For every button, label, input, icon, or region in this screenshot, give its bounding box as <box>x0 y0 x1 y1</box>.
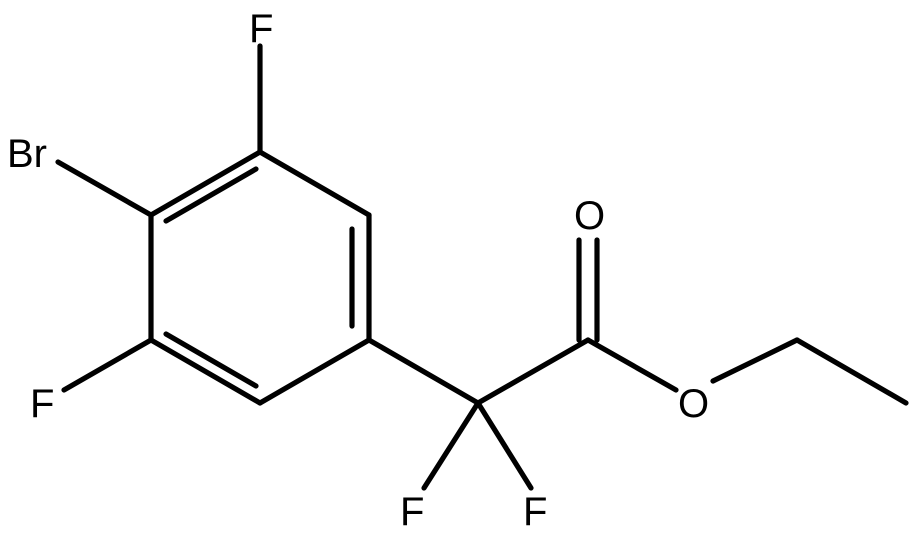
atom-label-f-top: F <box>249 7 273 51</box>
atom-label-o-carbonyl: O <box>574 194 605 238</box>
bond-cf2-f-right <box>475 400 534 491</box>
atom-label-f-bottom-left: F <box>400 490 424 534</box>
bond-cf2-carbonyl <box>475 337 591 406</box>
atom-label-f-left: F <box>30 382 54 426</box>
ring-inner-bond-c6-c1 <box>163 166 259 224</box>
bond-carbonyl-o-ester <box>585 337 679 393</box>
ring-bond-c1-c2 <box>257 149 372 218</box>
ring-bond-c3-c4 <box>257 337 372 406</box>
ring-inner-bond-c4-c5 <box>163 331 259 389</box>
bond-ch2-ch3 <box>794 337 909 406</box>
ring-bond-c4-c5 <box>148 337 263 406</box>
bond-c5-f <box>61 337 154 393</box>
atom-label-br: Br <box>7 132 47 176</box>
atom-label-f-bottom-right: F <box>523 490 547 534</box>
bond-c3-cf2 <box>366 337 481 406</box>
bond-o-ester-ch2 <box>710 337 800 384</box>
bond-c6-br <box>55 159 154 218</box>
atom-label-o-ester: O <box>678 382 709 426</box>
bond-cf2-f-left <box>421 400 481 491</box>
ring-bond-c6-c1 <box>148 149 263 218</box>
